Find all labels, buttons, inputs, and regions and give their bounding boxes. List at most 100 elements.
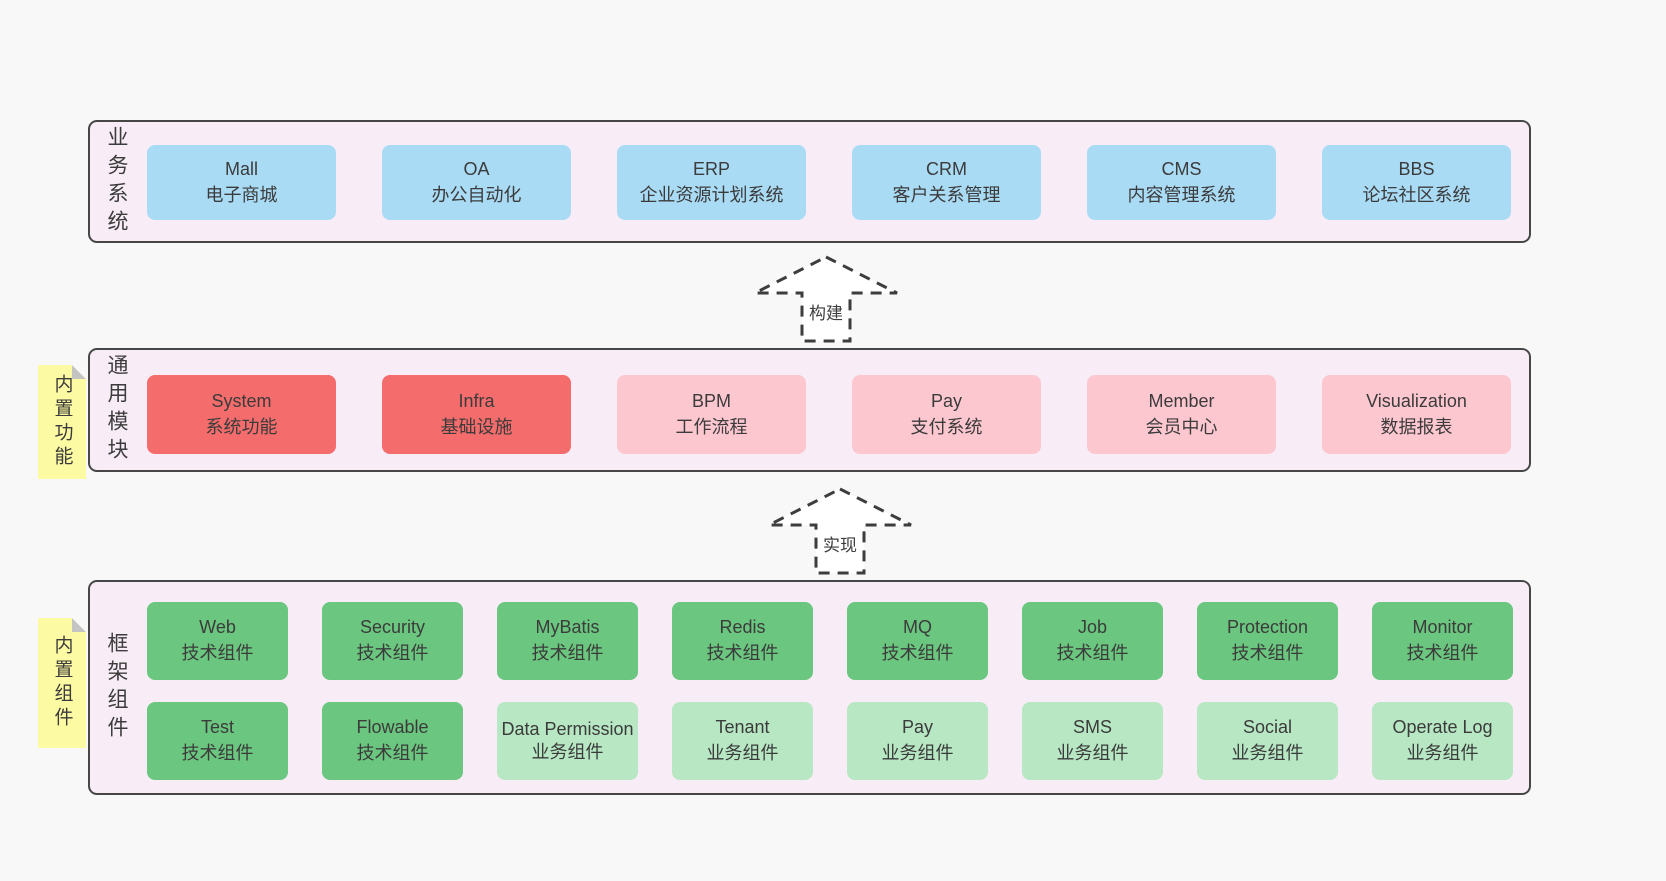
box-subtitle: 内容管理系统 [1127,184,1236,205]
box-subtitle: 客户关系管理 [892,184,1001,205]
box-bpm: BPM 工作流程 [617,375,806,454]
band-framework-components-label: 框架组件 [105,631,128,744]
box-mybatis: MyBatis 技术组件 [497,602,638,680]
box-data-permission: Data Permission 业务组件 [497,702,638,780]
box-title: CMS [1161,158,1202,179]
box-subtitle: 技术组件 [531,643,604,663]
box-visualization: Visualization 数据报表 [1322,375,1511,454]
box-sms: SMS 业务组件 [1022,702,1163,780]
box-subtitle: 业务组件 [531,742,604,762]
band-framework-components: 框架组件 Web 技术组件 Security 技术组件 MyBatis 技术组件… [88,580,1531,795]
box-title: Data Permission [501,718,634,739]
box-flowable: Flowable 技术组件 [322,702,463,780]
box-title: Job [1077,617,1108,638]
box-pay-module: Pay 支付系统 [852,375,1041,454]
box-job: Job 技术组件 [1022,602,1163,680]
box-subtitle: 论坛社区系统 [1362,184,1471,205]
box-cms: CMS 内容管理系统 [1087,145,1276,220]
band-business-systems-label: 业务系统 [105,125,128,238]
box-subtitle: 技术组件 [1231,643,1304,663]
box-title: Mall [224,158,258,179]
box-pay-component: Pay 业务组件 [847,702,988,780]
box-subtitle: 技术组件 [181,643,254,663]
box-subtitle: 办公自动化 [431,184,522,205]
box-title: Monitor [1412,617,1473,638]
box-tenant: Tenant 业务组件 [672,702,813,780]
common-modules-row: System 系统功能 Infra 基础设施 BPM 工作流程 Pay 支付系统… [147,375,1511,454]
arrow-implement: 实现 [765,487,915,575]
box-subtitle: 技术组件 [356,743,429,763]
box-title: Redis [719,617,766,638]
band-common-modules: 通用模块 System 系统功能 Infra 基础设施 BPM 工作流程 Pay… [88,348,1531,472]
box-title: Pay [930,390,963,411]
band-common-modules-label: 通用模块 [105,354,128,466]
box-title: System [211,390,272,411]
box-subtitle: 业务组件 [706,743,779,763]
arrow-implement-label: 实现 [820,531,860,556]
box-subtitle: 数据报表 [1380,416,1453,437]
box-oa: OA 办公自动化 [382,145,571,220]
box-subtitle: 支付系统 [910,416,983,437]
sticky-label: 内置组件 [51,635,73,731]
box-subtitle: 技术组件 [1056,643,1129,663]
box-subtitle: 技术组件 [181,743,254,763]
box-subtitle: 业务组件 [1406,743,1479,763]
box-title: BBS [1398,158,1435,179]
box-title: Security [359,617,426,638]
box-title: Web [199,617,236,638]
box-monitor: Monitor 技术组件 [1372,602,1513,680]
box-title: Visualization [1366,390,1467,411]
band-business-systems: 业务系统 Mall 电子商城 OA 办公自动化 ERP 企业资源计划系统 CRM… [88,120,1531,243]
box-security: Security 技术组件 [322,602,463,680]
box-title: BPM [691,390,731,411]
box-subtitle: 企业资源计划系统 [639,184,784,205]
arrow-build: 构建 [751,255,901,343]
business-systems-row: Mall 电子商城 OA 办公自动化 ERP 企业资源计划系统 CRM 客户关系… [147,145,1511,220]
framework-row-1: Web 技术组件 Security 技术组件 MyBatis 技术组件 Redi… [147,602,1513,680]
framework-row-2: Test 技术组件 Flowable 技术组件 Data Permission … [147,702,1513,780]
box-subtitle: 技术组件 [356,643,429,663]
box-test: Test 技术组件 [147,702,288,780]
box-erp: ERP 企业资源计划系统 [617,145,806,220]
sticky-label: 内置功能 [51,374,73,470]
box-web: Web 技术组件 [147,602,288,680]
box-subtitle: 技术组件 [881,643,954,663]
box-title: Social [1242,717,1293,738]
box-crm: CRM 客户关系管理 [852,145,1041,220]
box-title: Flowable [356,717,429,738]
box-subtitle: 基础设施 [440,416,513,437]
box-redis: Redis 技术组件 [672,602,813,680]
box-title: OA [463,158,490,179]
box-subtitle: 电子商城 [205,184,278,205]
box-system: System 系统功能 [147,375,336,454]
box-subtitle: 技术组件 [706,643,779,663]
box-subtitle: 会员中心 [1145,416,1218,437]
arrow-build-label: 构建 [806,299,846,324]
box-subtitle: 工作流程 [675,416,748,437]
box-title: CRM [926,158,967,179]
sticky-fold-corner-icon [72,365,86,379]
box-title: MQ [903,617,932,638]
box-subtitle: 技术组件 [1406,643,1479,663]
box-title: Test [200,717,234,738]
box-infra: Infra 基础设施 [382,375,571,454]
box-subtitle: 业务组件 [1056,743,1129,763]
sticky-fold-corner-icon [72,618,86,632]
box-mall: Mall 电子商城 [147,145,336,220]
box-title: Infra [458,390,495,411]
box-subtitle: 业务组件 [1231,743,1304,763]
box-title: MyBatis [535,617,600,638]
box-title: Pay [901,717,934,738]
box-member: Member 会员中心 [1087,375,1276,454]
box-title: Member [1148,390,1215,411]
box-title: Protection [1226,617,1309,638]
box-title: ERP [692,158,730,179]
box-social: Social 业务组件 [1197,702,1338,780]
box-operate-log: Operate Log 业务组件 [1372,702,1513,780]
box-subtitle: 系统功能 [205,416,278,437]
box-protection: Protection 技术组件 [1197,602,1338,680]
box-title: Tenant [715,717,770,738]
sticky-built-in-functions: 内置功能 [38,365,86,479]
box-title: SMS [1072,717,1112,738]
sticky-built-in-components: 内置组件 [38,618,86,748]
